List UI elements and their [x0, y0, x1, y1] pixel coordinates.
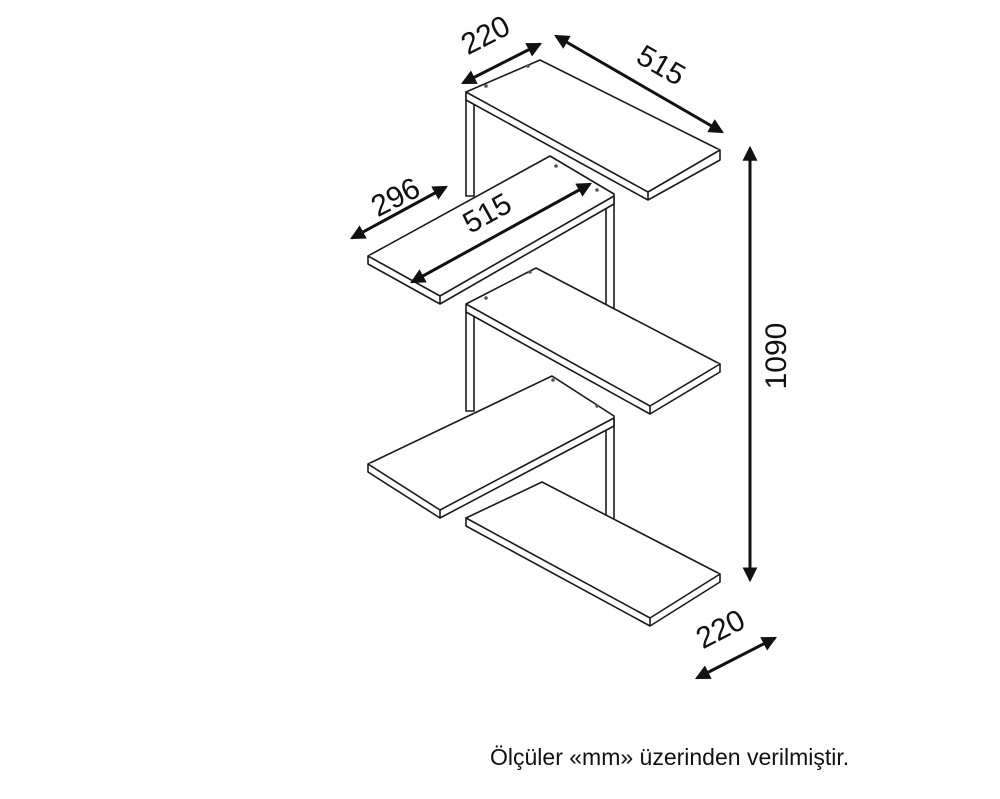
screw-dot [551, 378, 555, 382]
vertical-panel-lower-right [605, 417, 615, 527]
dimension-lines [350, 34, 778, 680]
dim-arrow-top-length [554, 34, 724, 134]
dim-label-height: 1090 [760, 323, 793, 390]
vertical-panel-upper-left [465, 91, 475, 197]
lower-left-shelf-edge [367, 417, 615, 518]
dim-arrow-top-depth [460, 42, 543, 85]
screw-dot [526, 64, 530, 68]
screw-dot [595, 188, 599, 192]
dim-label-top-depth: 220 [456, 9, 516, 61]
screw-dot [484, 296, 488, 300]
vertical-panel-upper-right [605, 195, 615, 309]
bottom-shelf-edge [465, 517, 721, 626]
screw-dot [484, 84, 488, 88]
dim-label-mid-depth: 296 [366, 171, 426, 223]
vertical-panel-lower-left [465, 311, 475, 412]
screw-dot [554, 164, 558, 168]
dim-arrow-mid-length [410, 182, 592, 284]
middle-right-shelf-edge [465, 303, 721, 414]
dim-label-bottom-depth: 220 [691, 603, 751, 655]
units-note: Ölçüler «mm» üzerinden verilmiştir. [490, 744, 850, 770]
shelf-unit [367, 59, 721, 627]
top-shelf-edge [465, 91, 721, 200]
screw-dot [595, 404, 599, 408]
screw-dot [528, 270, 532, 274]
dim-arrow-bottom-depth [694, 636, 778, 680]
